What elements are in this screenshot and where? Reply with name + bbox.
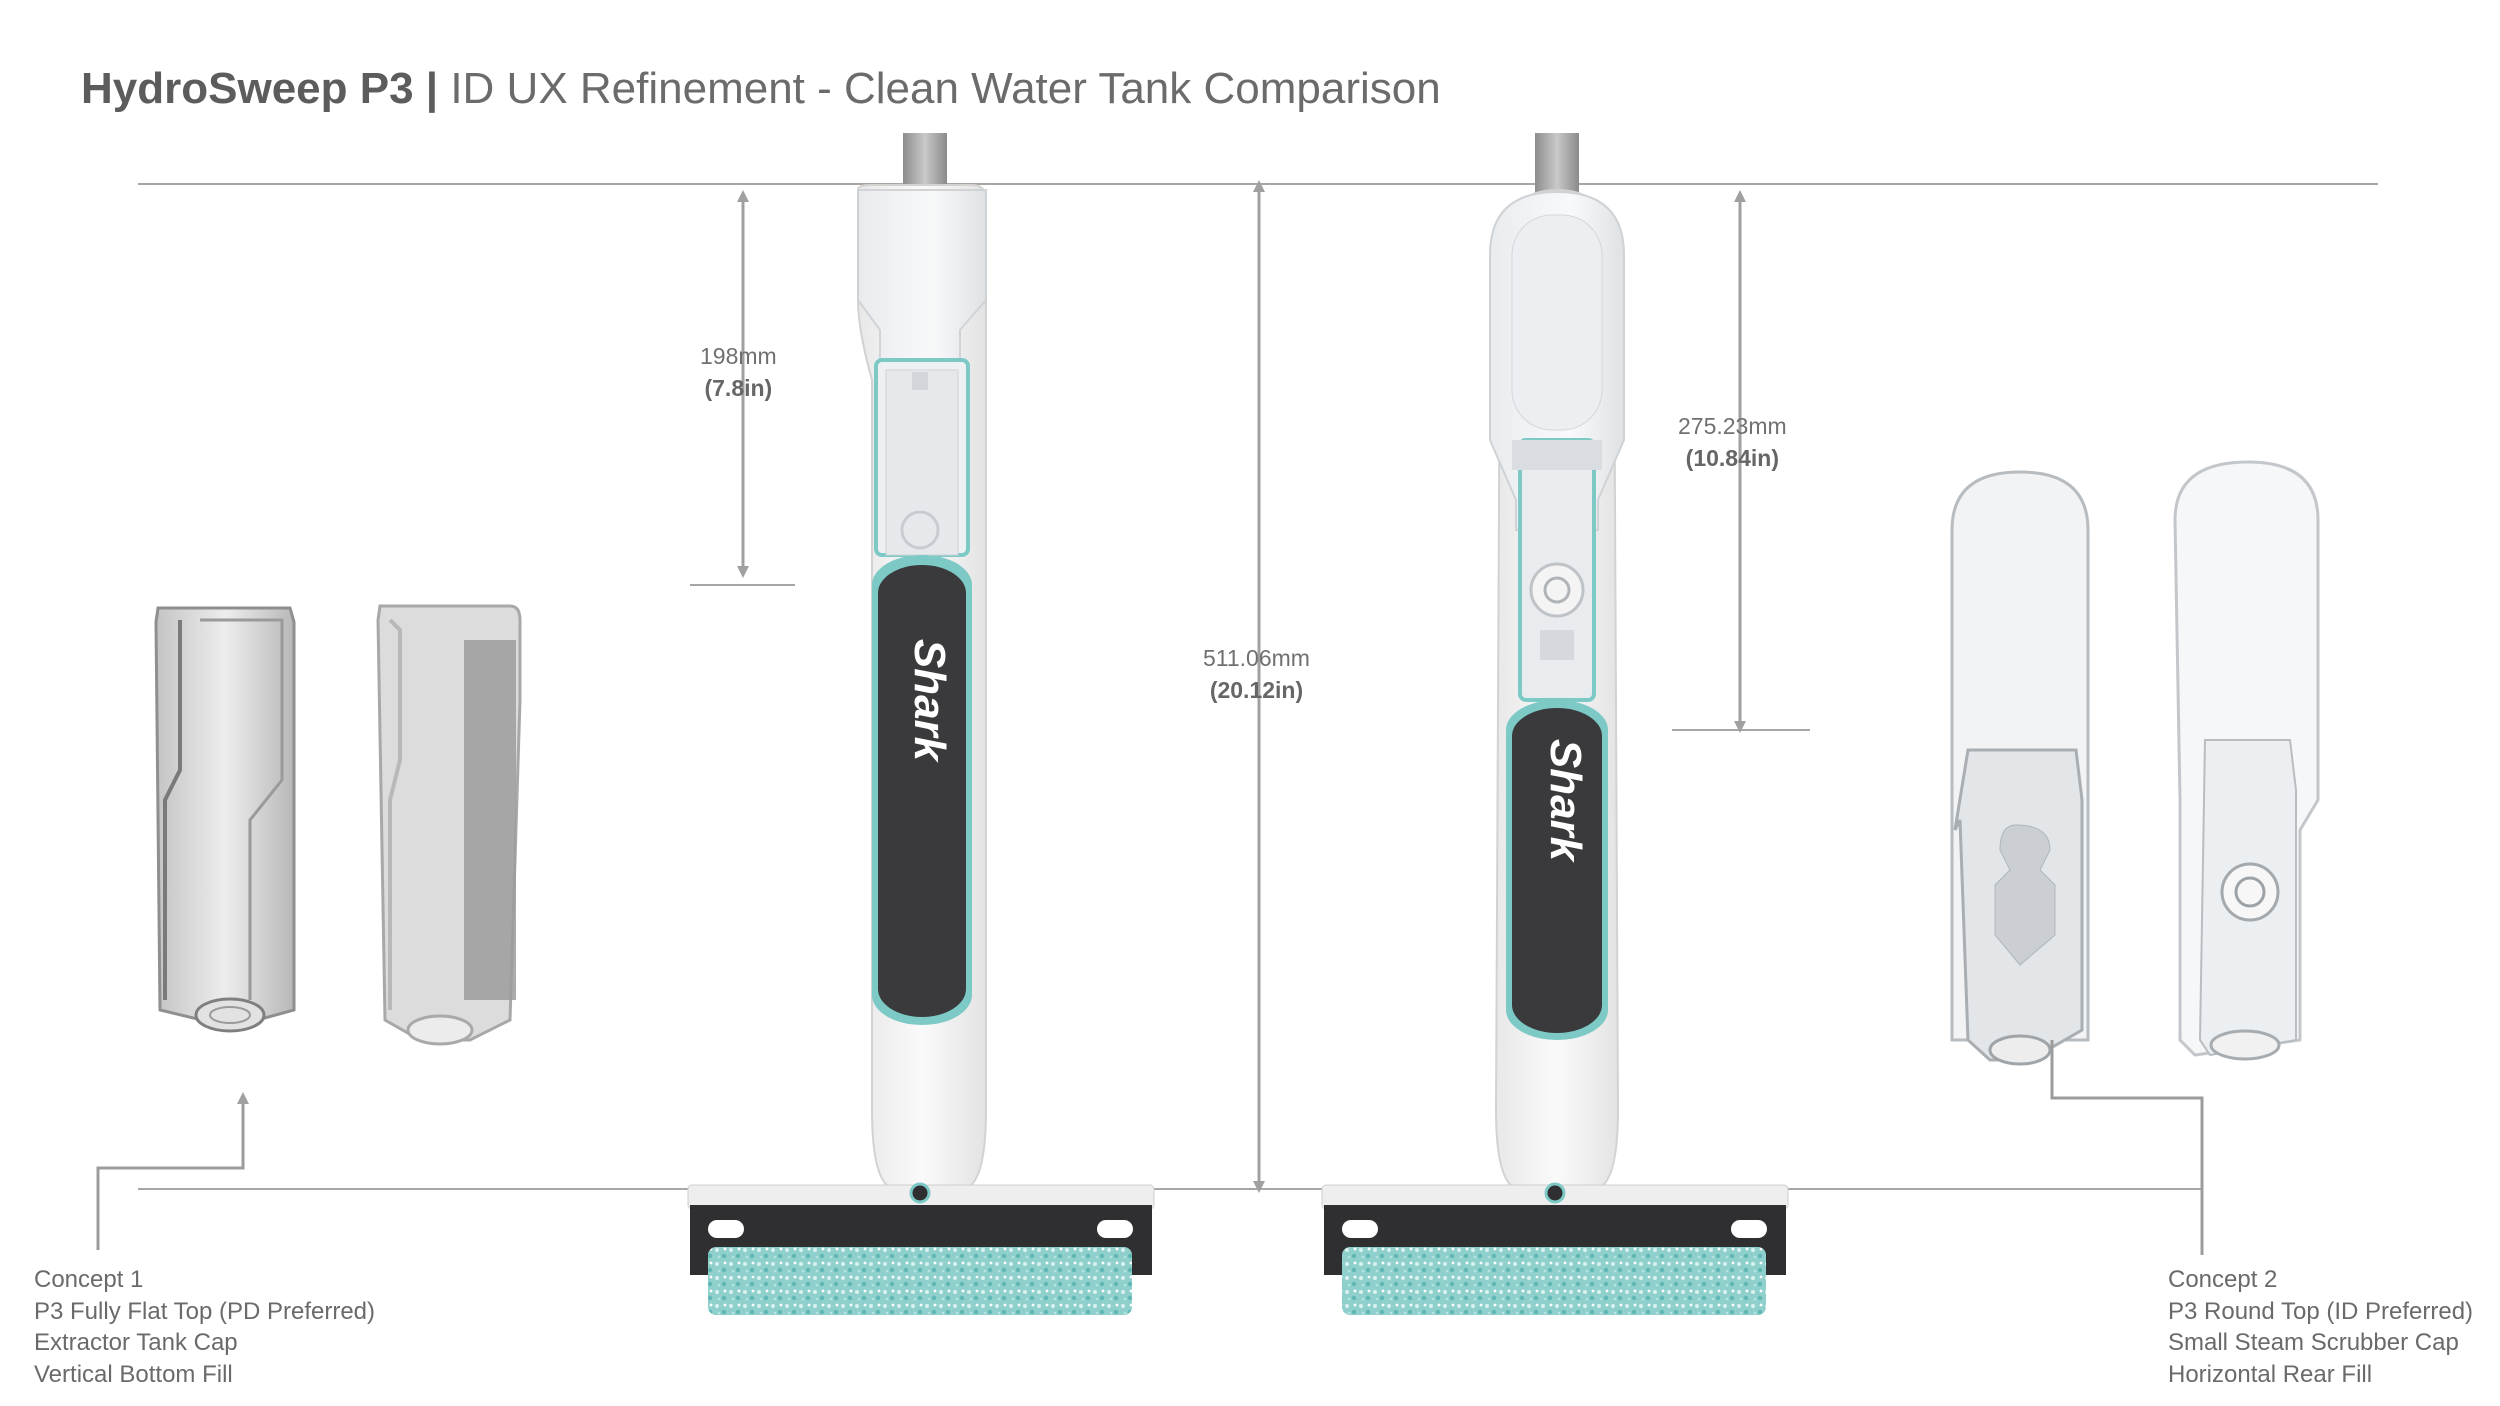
concept2-tank-front [1950, 470, 2090, 1066]
page-title: HydroSweep P3 | ID UX Refinement - Clean… [81, 64, 1441, 113]
concept1-description: Concept 1 P3 Fully Flat Top (PD Preferre… [34, 1266, 376, 1388]
concept2-description: Concept 2 P3 Round Top (ID Preferred) Sm… [2168, 1266, 2474, 1388]
concept1-tank-rear [376, 604, 522, 1046]
concept1-callout-leader [96, 1092, 249, 1250]
concept2-tank-rear [2173, 460, 2320, 1061]
product-concept1: Shark [687, 133, 1155, 1315]
overall-dimension-label: 511.06mm (20.12in) [1203, 645, 1310, 703]
tank2-dimension-label: 275.23mm (10.84in) [1678, 413, 1787, 471]
brand-logo-2: Shark [1541, 739, 1590, 864]
tank1-dimension-label: 198mm (7.8in) [700, 343, 777, 401]
brand-logo-1: Shark [905, 639, 954, 764]
concept1-tank-front [154, 606, 296, 1033]
concept2-callout-leader [2050, 1040, 2204, 1255]
product-concept2: Shark [1321, 133, 1789, 1315]
